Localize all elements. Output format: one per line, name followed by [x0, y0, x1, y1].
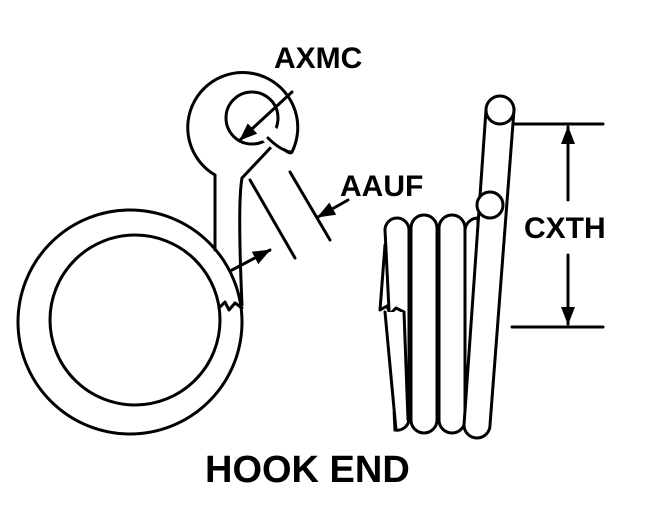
axmc-dimension: AXMC — [238, 42, 362, 142]
hook-shank — [213, 173, 244, 307]
aauf-dimension: AAUF — [230, 170, 423, 272]
cxth-label: CXTH — [524, 212, 606, 245]
spring-coils — [378, 94, 516, 440]
axmc-label: AXMC — [274, 42, 362, 75]
aauf-label: AAUF — [340, 170, 423, 203]
hook-ring — [16, 208, 244, 436]
diagram-title: HOOK END — [205, 449, 410, 491]
hook-eye — [186, 71, 300, 180]
cxth-dimension: CXTH — [510, 122, 606, 329]
